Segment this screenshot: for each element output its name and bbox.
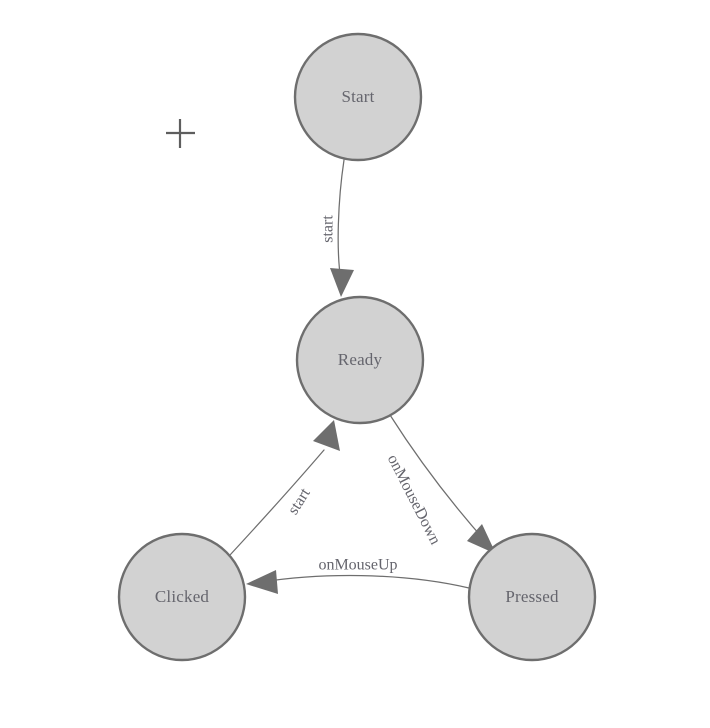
node-start-circle — [293, 32, 423, 162]
node-pressed-label: Pressed — [505, 587, 559, 606]
node-pressed[interactable]: Pressed — [467, 532, 597, 662]
edge-label-pressed-to-clicked: onMouseUp — [318, 557, 397, 574]
edge-path-clicked-to-ready — [229, 449, 325, 556]
node-start-label: Start — [341, 87, 374, 106]
node-clicked-label: Clicked — [155, 587, 210, 606]
arrowhead-pressed-to-clicked — [246, 570, 278, 594]
node-ready[interactable]: Ready — [295, 295, 425, 425]
arrowhead-clicked-to-ready — [313, 420, 340, 451]
edge-label-start-to-ready: start — [320, 215, 337, 243]
edge-path-start-to-ready — [337, 159, 345, 282]
node-clicked[interactable]: Clicked — [117, 532, 247, 662]
edge-ready-to-pressed[interactable]: onMouseDown — [384, 414, 496, 554]
arrowhead-start-to-ready — [330, 268, 354, 297]
edge-path-pressed-to-clicked — [261, 574, 470, 589]
arrowhead-ready-to-pressed — [467, 524, 496, 554]
edge-clicked-to-ready[interactable]: start — [229, 420, 340, 556]
edge-start-to-ready[interactable]: start — [320, 159, 354, 297]
plus-crosshair-icon[interactable] — [166, 119, 195, 148]
node-pressed-circle — [467, 532, 597, 662]
edge-label-ready-to-pressed: onMouseDown — [384, 452, 444, 548]
node-start[interactable]: Start — [293, 32, 423, 162]
node-ready-label: Ready — [338, 350, 383, 369]
node-clicked-circle — [117, 532, 247, 662]
node-ready-circle — [295, 295, 425, 425]
edge-pressed-to-clicked[interactable]: onMouseUp — [246, 557, 470, 594]
